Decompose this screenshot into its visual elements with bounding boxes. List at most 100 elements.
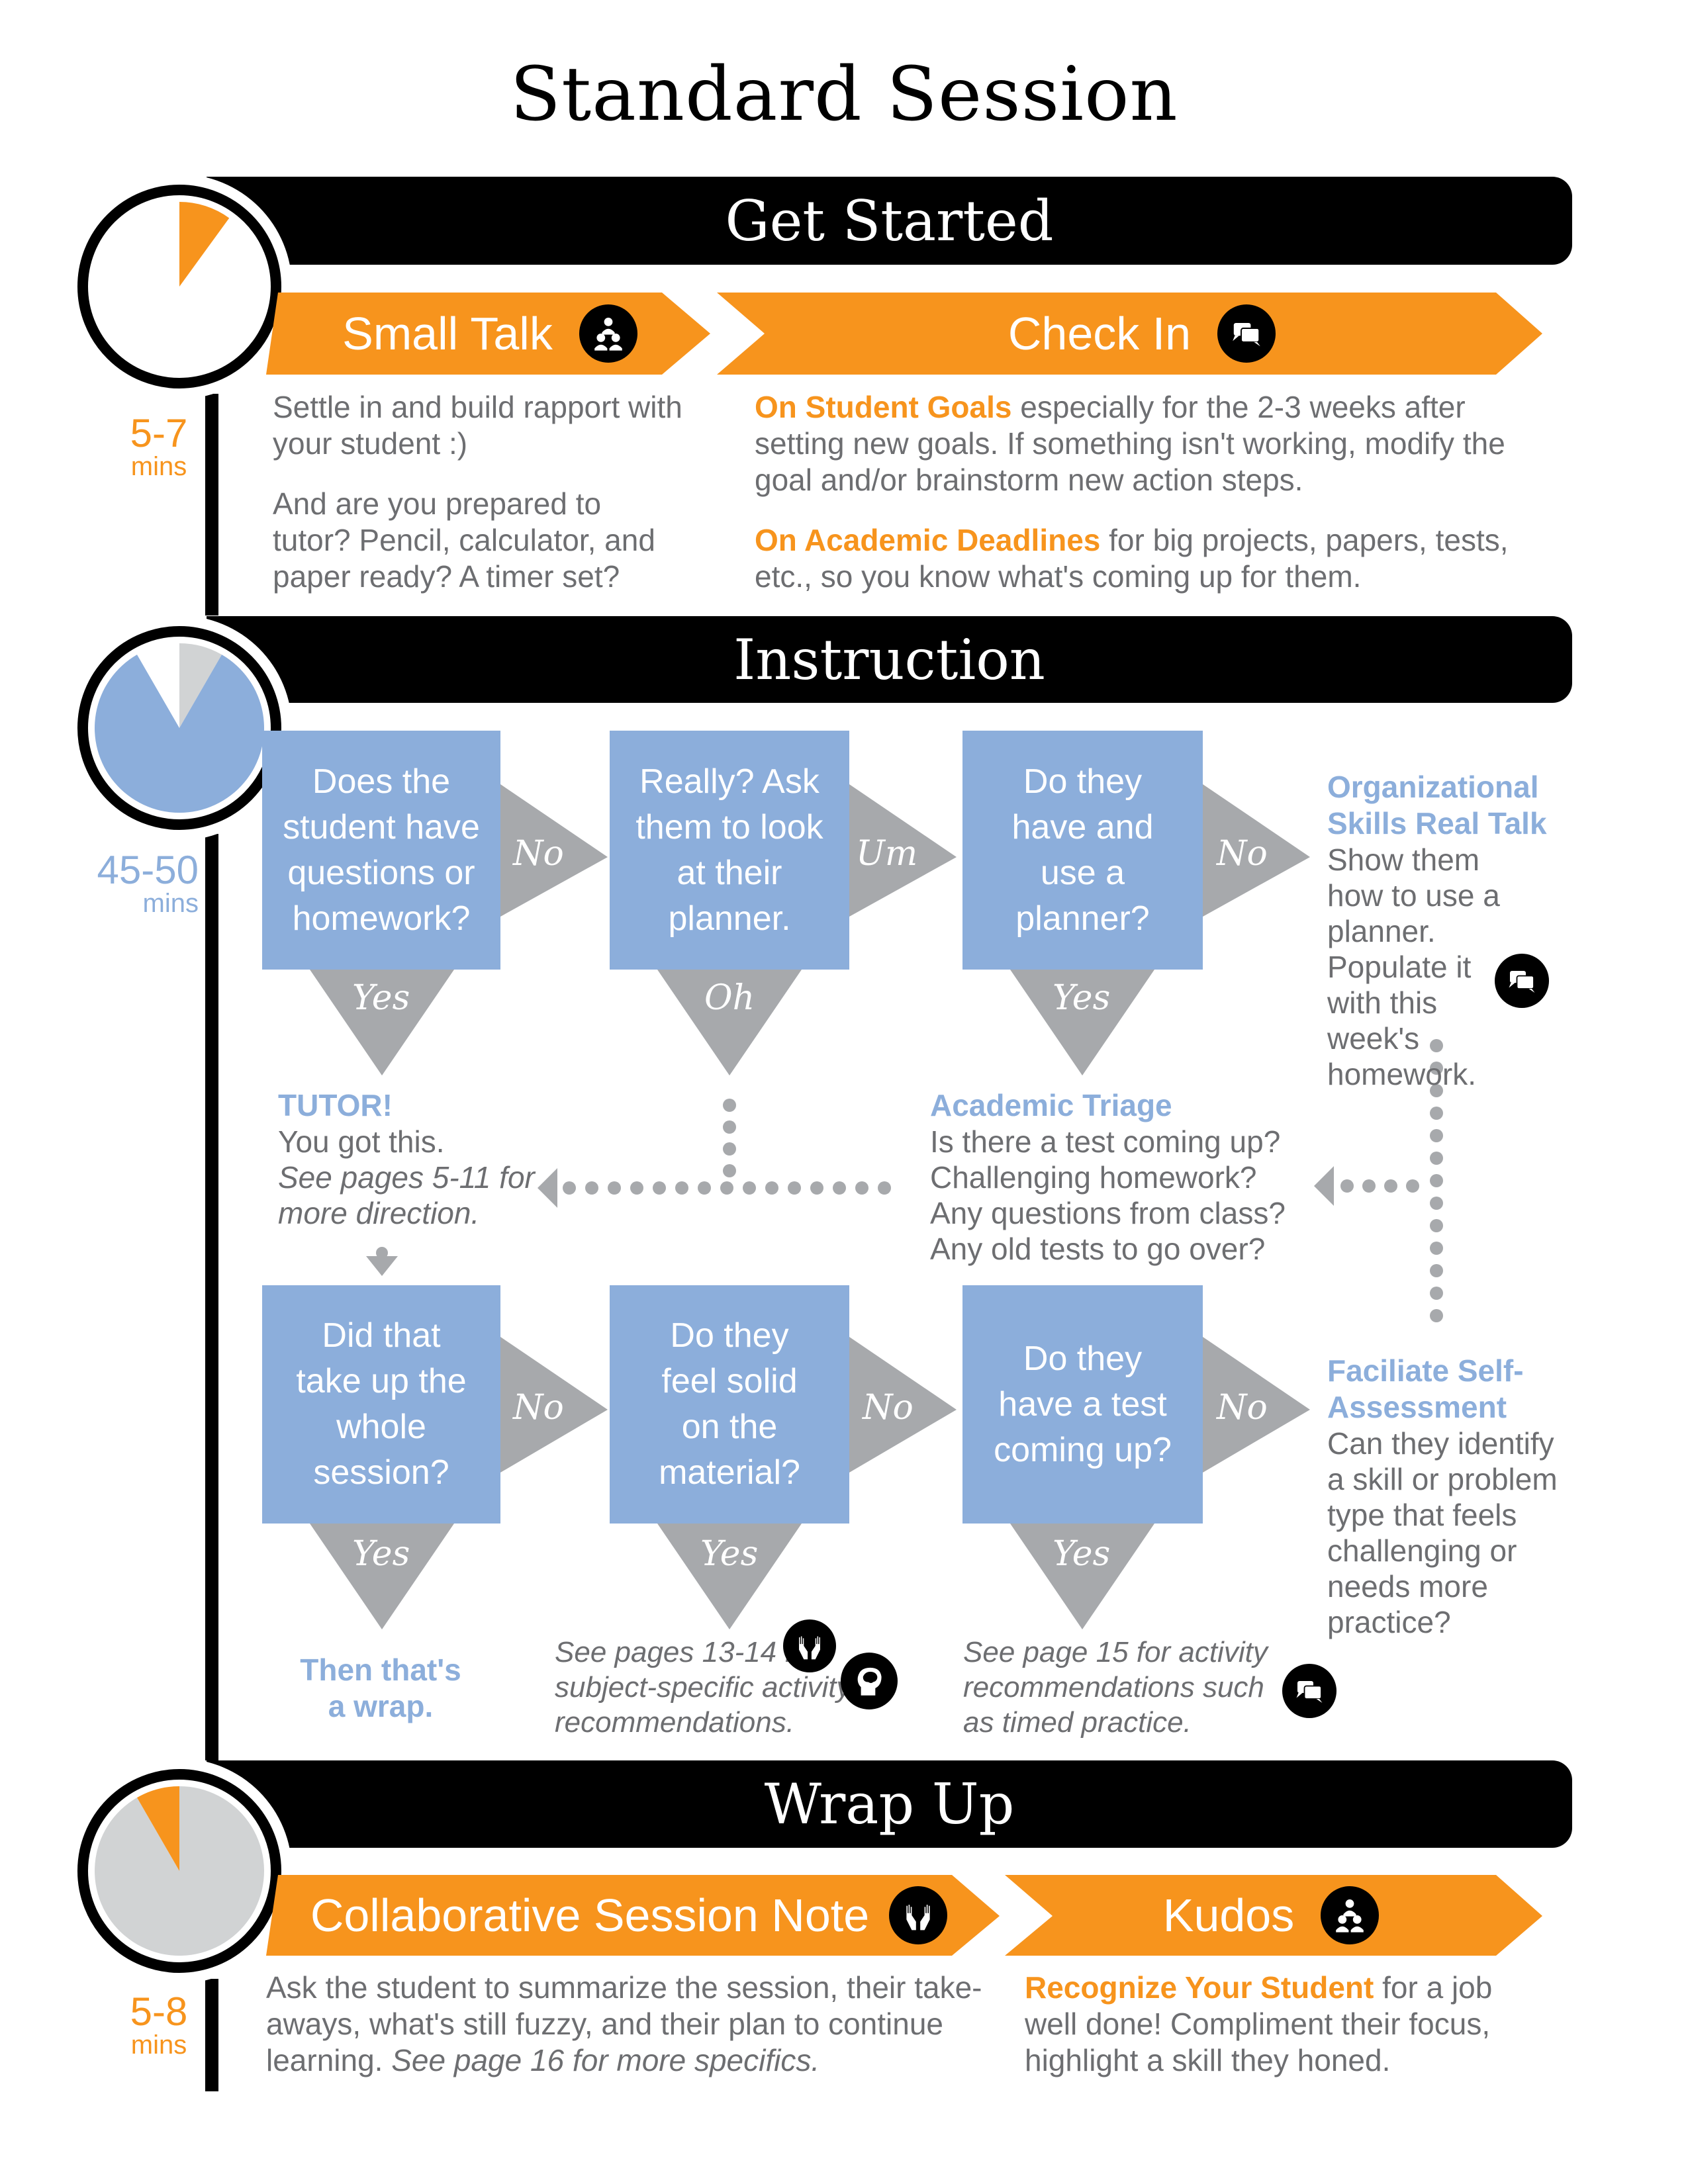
timeline-line	[205, 834, 218, 1760]
answer-label-down: Yes	[352, 1534, 410, 1574]
timer-clock-wrap-up	[66, 1758, 293, 1984]
text: especially for the 2-3 weeks after setti…	[755, 390, 1505, 497]
step-label: Collaborative Session Note	[310, 1889, 870, 1941]
answer-label-down: Yes	[1053, 978, 1111, 1018]
connector-dot	[788, 1181, 801, 1195]
section-header-get-started: Get Started	[207, 177, 1572, 265]
arrow-right	[1203, 784, 1310, 917]
connector-dot	[1430, 1107, 1443, 1120]
time-unit: mins	[130, 2030, 187, 2060]
highlight: Recognize Your Student	[1025, 1970, 1374, 2005]
clock-segment-gray	[179, 643, 222, 728]
arrow-down	[310, 1524, 454, 1629]
connector-dot	[1430, 1287, 1443, 1300]
note-text: Show them how to use a planner. Populate…	[1327, 842, 1500, 1091]
connector-dot	[563, 1181, 576, 1195]
question-text: Do they have and use a planner?	[1011, 762, 1154, 938]
answer-label-right: No	[513, 1388, 564, 1428]
group-icon	[1321, 1886, 1380, 1944]
answer-label-right: No	[863, 1388, 914, 1428]
clock-segment-blue	[95, 655, 264, 813]
triage-question: Is there a test coming up?	[930, 1124, 1281, 1159]
clock-segment-orange	[137, 1786, 179, 1871]
timeline-line	[205, 1979, 218, 2091]
reference: See page 16 for more specifics.	[391, 2043, 820, 2077]
connector-dot	[1406, 1179, 1419, 1193]
highlight: On Student Goals	[755, 390, 1012, 424]
section-title: Instruction	[733, 627, 1045, 692]
answer-label-down: Yes	[352, 978, 410, 1018]
question-text: Do they feel solid on the material?	[659, 1316, 800, 1492]
connector-dot	[855, 1181, 868, 1195]
org-skills-note: Organizational Skills Real Talk Show the…	[1327, 769, 1566, 1092]
answer-label-down: Yes	[700, 1534, 759, 1574]
answer-label-right: No	[1217, 1388, 1268, 1428]
self-assessment-note: Faciliate Self-Assessment Can they ident…	[1327, 1353, 1579, 1640]
arrow-down	[657, 970, 802, 1075]
connector-dot	[878, 1181, 891, 1195]
chevron-kudos	[1005, 1875, 1542, 1956]
note-title: TUTOR!	[278, 1088, 393, 1122]
timer-clock-instruction	[66, 615, 293, 841]
text: Ask the student to summarize the session…	[266, 1970, 982, 2077]
connector-dot	[1430, 1062, 1443, 1075]
time-unit: mins	[130, 452, 187, 481]
connector-dot	[1430, 1174, 1443, 1187]
clock-icon	[67, 174, 292, 399]
page-title: Standard Session	[510, 52, 1178, 138]
academic-triage-note: Academic Triage Is there a test coming u…	[930, 1087, 1301, 1267]
timer-clock-get-started	[66, 173, 293, 400]
time-range: 45-50	[97, 848, 199, 892]
text: for big projects, papers, tests, etc., s…	[755, 523, 1509, 594]
arrow-left-head	[1314, 1166, 1334, 1206]
section-header-instruction: Instruction	[207, 616, 1572, 703]
arrow-right	[849, 784, 957, 917]
connector-dot	[810, 1181, 823, 1195]
decision-box: Does the student have questions or homew…	[262, 731, 500, 970]
paragraph: On Academic Deadlines for big projects, …	[755, 522, 1516, 595]
note-title: Faciliate Self-Assessment	[1327, 1353, 1524, 1424]
small-talk-description: Settle in and build rapport with your st…	[273, 389, 683, 595]
arrow-down	[657, 1524, 802, 1629]
answer-label-right: Um	[856, 834, 918, 874]
arrow-right	[1203, 1337, 1310, 1473]
connector-dot	[720, 1181, 733, 1195]
note-text: You got this.	[278, 1124, 445, 1159]
answer-label-down: Oh	[704, 978, 755, 1018]
connector-dot	[1430, 1219, 1443, 1232]
decision-box: Do they have and use a planner?	[962, 731, 1203, 970]
time-estimate-wrap-up: 5-8 mins	[109, 1992, 209, 2060]
decision-box: Did that take up the whole session?	[262, 1285, 500, 1524]
connector-dot	[675, 1181, 688, 1195]
connector-dot	[765, 1181, 778, 1195]
note-text: Can they identify a skill or problem typ…	[1327, 1426, 1558, 1639]
paragraph: Settle in and build rapport with your st…	[273, 390, 682, 461]
clock-segment-orange	[179, 202, 230, 287]
outcome-subject-activities: See pages 13-14 for subject-specific act…	[555, 1636, 851, 1739]
connector-dot	[1362, 1179, 1376, 1193]
section-title: Wrap Up	[764, 1772, 1015, 1837]
time-range: 5-7	[130, 411, 188, 455]
arrow-right	[500, 1337, 608, 1473]
triage-question: Any old tests to go over?	[930, 1232, 1266, 1266]
time-estimate-instruction: 45-50 mins	[66, 850, 199, 917]
time-unit: mins	[142, 889, 199, 918]
connector-dot	[585, 1181, 598, 1195]
chat-bubbles-icon	[1282, 1664, 1336, 1718]
note-reference: See pages 5-11 for more direction.	[278, 1160, 535, 1230]
triage-question: Any questions from class?	[930, 1196, 1286, 1230]
chat-bubbles-icon	[1495, 954, 1549, 1008]
decision-box: Do they have a test coming up?	[962, 1285, 1203, 1524]
connector-dot	[723, 1120, 736, 1134]
outcome-wrap: Then that's a wrap.	[300, 1653, 461, 1723]
connector-dot	[1340, 1179, 1354, 1193]
paragraph: On Student Goals especially for the 2-3 …	[755, 389, 1516, 498]
arrow-right	[849, 1337, 957, 1473]
note-title: Organizational Skills Real Talk	[1327, 770, 1547, 841]
connector-dot	[723, 1099, 736, 1112]
connector-dot	[743, 1181, 756, 1195]
arrow-down-small	[366, 1256, 398, 1276]
section-title: Get Started	[725, 188, 1054, 253]
arrow-down	[1010, 1524, 1154, 1629]
